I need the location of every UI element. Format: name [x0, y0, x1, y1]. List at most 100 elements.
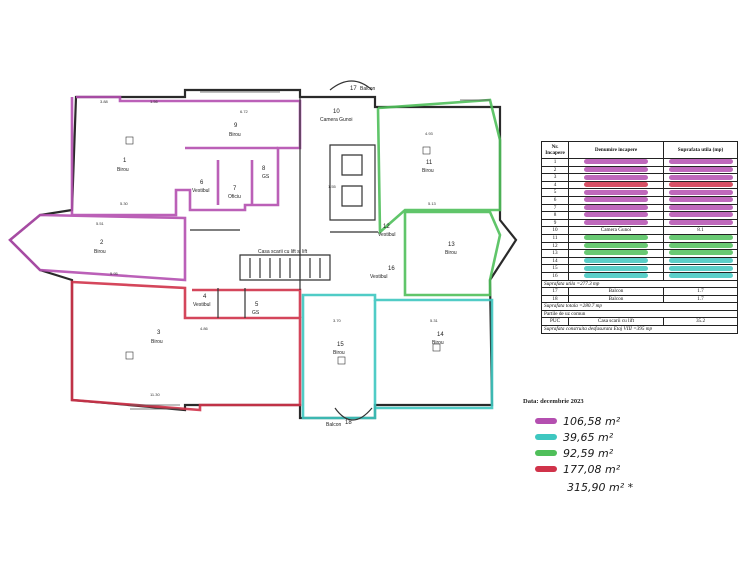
cell-nr: 3 [541, 173, 569, 182]
svg-text:5.51: 5.51 [96, 221, 105, 226]
room-number: 6 [200, 180, 204, 186]
cell-nr: 9 [541, 218, 569, 228]
room-number: 9 [234, 123, 238, 129]
room-name: Oficiu [228, 194, 241, 200]
highlight-mark [584, 174, 648, 180]
highlight-mark [584, 273, 648, 279]
cell-nr: 16 [541, 271, 569, 281]
cell-nr: 15 [541, 264, 569, 273]
room-number: 1 [123, 158, 127, 164]
table-row: 3 [541, 173, 738, 182]
cell-area: 35.2 [663, 317, 738, 327]
cell-name [568, 188, 664, 197]
cell-name: Casa scarii cu lift [568, 317, 664, 327]
highlight-mark [584, 242, 648, 248]
svg-text:4.86: 4.86 [200, 326, 209, 331]
cell-name [568, 211, 664, 220]
table-row: 8 [541, 211, 738, 220]
legend-item: 39,65 m² [535, 429, 633, 445]
cell-area [663, 188, 738, 197]
svg-text:1.56: 1.56 [150, 99, 159, 104]
highlight-mark [668, 159, 733, 165]
svg-text:3.70: 3.70 [333, 318, 342, 323]
room-name: Birou [445, 250, 457, 256]
cell-area [663, 173, 738, 182]
header-area: Suprafata utila (mp) [663, 141, 738, 159]
room-number: 3 [157, 330, 161, 336]
legend-swatch [535, 466, 557, 472]
highlight-mark [584, 189, 648, 195]
highlight-mark [584, 212, 648, 218]
room-number: 14 [437, 332, 444, 338]
room-number: 17 [350, 86, 357, 92]
cell-name [568, 241, 664, 251]
room-name: Birou [333, 350, 345, 356]
cell-name [568, 233, 664, 243]
table-row: 5 [541, 188, 738, 197]
room-name: Birou [229, 132, 241, 138]
cell-nr: 11 [541, 233, 569, 243]
highlight-mark [584, 235, 648, 241]
legend-swatch [535, 418, 557, 424]
cell-name [568, 256, 664, 266]
cell-nr: 2 [541, 165, 569, 175]
cell-name [568, 218, 664, 228]
room-name: Vestibul [370, 274, 388, 280]
highlight-mark [668, 220, 733, 226]
cell-name [568, 195, 664, 205]
cell-name: Camera Gunoi [568, 226, 664, 235]
highlight-mark [668, 204, 733, 210]
cell-name [568, 271, 664, 281]
header-nr: Nr. Incapere [541, 141, 569, 159]
cell-area [663, 264, 738, 273]
room-number: 8 [262, 166, 266, 172]
room-number: 2 [100, 240, 104, 246]
cell-nr: 18 [541, 294, 569, 304]
room-number: 5 [255, 302, 259, 308]
highlight-mark [668, 182, 733, 188]
cell-nr: 6 [541, 195, 569, 205]
room-name: Vestibul [192, 188, 210, 194]
highlight-mark [584, 182, 648, 188]
highlight-mark [668, 189, 733, 195]
highlight-mark [584, 220, 648, 226]
highlight-mark [668, 174, 733, 180]
legend-swatch [535, 434, 557, 440]
room-number: 15 [337, 342, 344, 348]
header-name: Denumire incapere [568, 141, 664, 159]
svg-text:11.30: 11.30 [150, 392, 160, 397]
cell-area [663, 256, 738, 266]
highlight-mark [584, 250, 648, 256]
suprafata-totala: Suprafata totala =280.7 mp [541, 302, 738, 311]
room-number: 4 [203, 294, 207, 300]
table-row: Partile de uz comun [541, 309, 738, 319]
cell-nr: 13 [541, 249, 569, 258]
room-name: Camera Gunoi [320, 117, 353, 123]
room-name: Birou [94, 249, 106, 255]
room-name: GS [252, 310, 260, 316]
room-number: 11 [426, 160, 433, 166]
room-number: 10 [333, 109, 340, 115]
cell-nr: 8 [541, 211, 569, 220]
legend-value: 39,65 m² [563, 430, 614, 444]
table-row: 4 [541, 180, 738, 190]
cell-nr: 4 [541, 180, 569, 190]
svg-text:5.95: 5.95 [110, 271, 119, 276]
legend-value: 106,58 m² [563, 414, 621, 428]
svg-text:6.72: 6.72 [240, 109, 249, 114]
cell-area [663, 233, 738, 243]
cell-area [663, 218, 738, 228]
svg-text:4.93: 4.93 [425, 131, 434, 136]
cell-name: Balcon [568, 287, 664, 296]
table-row: 13 [541, 249, 738, 258]
cell-nr: 12 [541, 241, 569, 251]
svg-text:5.30: 5.30 [120, 201, 129, 206]
table-row: 1 [541, 158, 738, 167]
cell-area [663, 158, 738, 167]
cell-name [568, 165, 664, 175]
cell-area: 8.1 [663, 226, 738, 235]
legend-item: 106,58 m² [535, 413, 633, 429]
